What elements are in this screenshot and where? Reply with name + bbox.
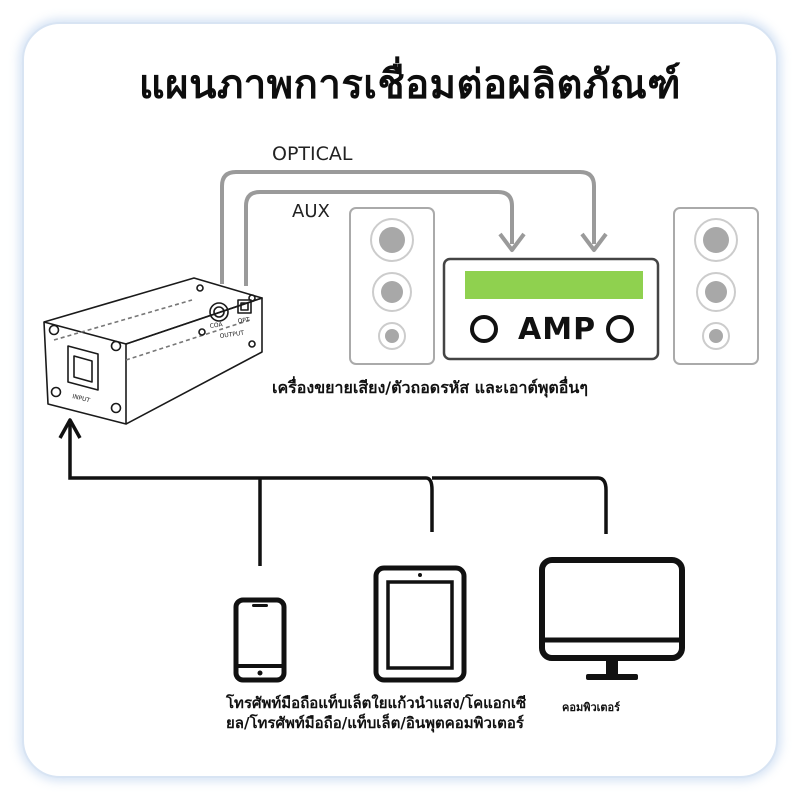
port-label-opt: OPT — [237, 316, 250, 325]
amp-label: AMP — [518, 312, 597, 347]
aux-connection-line — [244, 190, 514, 286]
optical-arrow — [580, 232, 608, 252]
computer-monitor-icon — [539, 557, 685, 680]
phone-tablet-description: โทรศัพท์มือถือแท็บเล็ตใยแก้วนำแสง/โคแอกเ… — [226, 694, 527, 732]
aux-label: AUX — [292, 201, 330, 222]
amp-right-knob — [606, 315, 634, 343]
port-label-input: INPUT — [72, 393, 91, 404]
optical-label: OPTICAL — [272, 143, 353, 165]
page-title: แผนภาพการเชื่อมต่อผลิตภัณฑ์ — [138, 62, 682, 108]
amplifier-description: เครื่องขยายเสียง/ตัวถอดรหัส และเอาต์พุตอ… — [272, 378, 588, 397]
port-label-output: OUTPUT — [219, 330, 245, 340]
phone-icon — [233, 597, 287, 683]
amp-left-knob — [470, 315, 498, 343]
aux-arrow — [498, 232, 526, 252]
input-arrow — [58, 418, 82, 439]
left-speaker — [349, 207, 435, 365]
port-label-coa: COA — [209, 321, 224, 330]
source-connection-lines — [68, 424, 608, 566]
tablet-icon — [373, 565, 467, 683]
amplifier — [442, 257, 660, 361]
converter-box — [43, 277, 263, 425]
computer-label: คอมพิวเตอร์ — [562, 701, 621, 714]
optical-connection-line — [220, 170, 596, 284]
amp-display — [465, 271, 643, 299]
right-speaker — [673, 207, 759, 365]
